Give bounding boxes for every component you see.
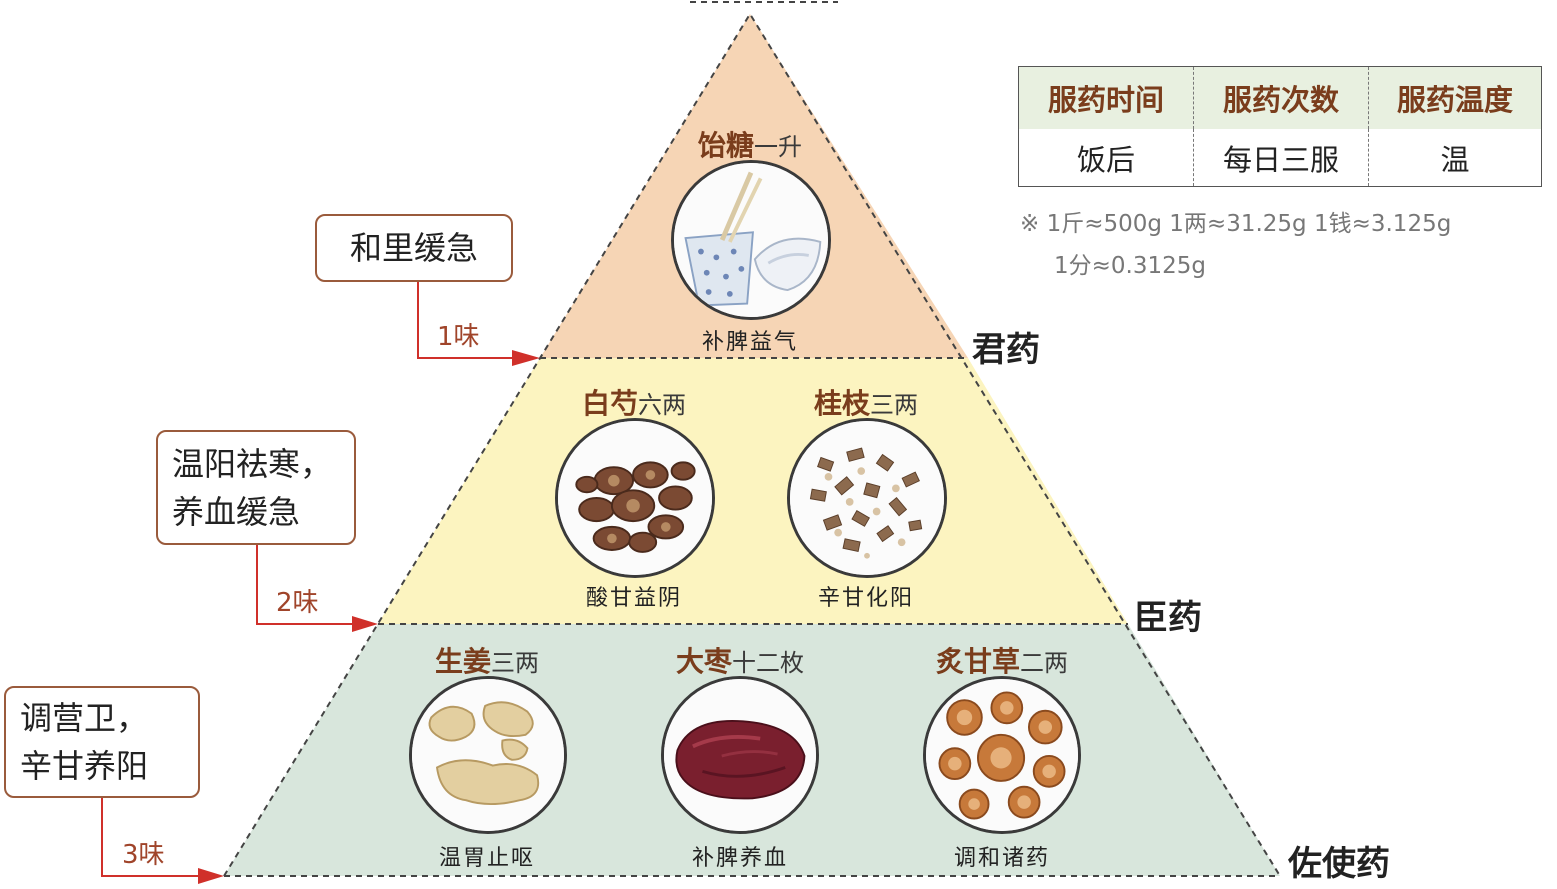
herb-dose: 十二枚 bbox=[732, 649, 805, 677]
herb-function-shengjiang: 温胃止呕 bbox=[438, 846, 536, 871]
herb-function-baishao: 酸甘益阴 bbox=[585, 586, 683, 611]
herb-name: 炙甘草 bbox=[935, 645, 1021, 678]
count-label-3: 3味 bbox=[122, 840, 165, 870]
herb-function-yitang: 补脾益气 bbox=[701, 330, 799, 355]
herb-function-guizhi: 辛甘化阳 bbox=[817, 586, 915, 611]
tier-label-jun: 君药 bbox=[972, 330, 1040, 370]
licorice-slices-icon bbox=[923, 676, 1081, 834]
arrowheads bbox=[198, 350, 540, 884]
herb-header-guizhi: 桂枝三两 bbox=[814, 382, 918, 422]
table-header-temperature: 服药温度 bbox=[1369, 67, 1541, 129]
table-cell-temperature: 温 bbox=[1369, 129, 1541, 186]
arrowhead-2 bbox=[352, 616, 378, 632]
jujube-icon bbox=[661, 676, 819, 834]
count-label-2: 2味 bbox=[276, 588, 319, 618]
ginger-icon bbox=[409, 676, 567, 834]
herb-name: 饴糖 bbox=[697, 129, 755, 162]
table-cell-frequency: 每日三服 bbox=[1194, 129, 1369, 186]
herb-function-dazao: 补脾养血 bbox=[691, 846, 789, 871]
herb-name: 大枣 bbox=[675, 645, 733, 678]
effect-connectors bbox=[101, 282, 512, 877]
white-peony-slices-icon bbox=[555, 418, 715, 578]
effect-text: 辛甘养阳 bbox=[20, 747, 149, 785]
pyramid-outline bbox=[223, 1, 1281, 877]
maltose-cup-icon bbox=[671, 160, 831, 320]
effect-text: 温阳祛寒， bbox=[172, 444, 333, 483]
herb-header-baishao: 白芍六两 bbox=[582, 382, 686, 422]
herb-header-dazao: 大枣十二枚 bbox=[676, 640, 804, 680]
herb-dose: 一升 bbox=[754, 133, 803, 161]
dosage-info-table: 服药时间 服药次数 服药温度 饭后 每日三服 温 bbox=[1018, 66, 1542, 187]
unit-note-line-2: 1分≈0.3125g bbox=[1054, 253, 1206, 279]
herb-name: 白芍 bbox=[581, 387, 639, 420]
effect-text: 调营卫， bbox=[20, 699, 149, 737]
herb-function-zhigancao: 调和诸药 bbox=[953, 846, 1051, 871]
arrowhead-1 bbox=[512, 350, 540, 366]
pyramid-tier-middle bbox=[378, 358, 1128, 624]
table-header-frequency: 服药次数 bbox=[1194, 67, 1369, 129]
count-label-1: 1味 bbox=[437, 322, 480, 352]
herb-header-shengjiang: 生姜三两 bbox=[435, 640, 539, 680]
herb-dose: 三两 bbox=[870, 391, 919, 419]
herb-dose: 二两 bbox=[1020, 649, 1069, 677]
cinnamon-twig-pieces-icon bbox=[787, 418, 947, 578]
herb-dose: 三两 bbox=[491, 649, 540, 677]
herb-header-yitang: 饴糖一升 bbox=[698, 124, 802, 164]
herb-header-zhigancao: 炙甘草二两 bbox=[936, 640, 1068, 680]
effect-box-1: 和里缓急 bbox=[315, 214, 513, 282]
effect-box-2: 温阳祛寒， 养血缓急 bbox=[156, 430, 356, 545]
effect-box-3: 调营卫， 辛甘养阳 bbox=[4, 686, 200, 798]
table-cell-time: 饭后 bbox=[1019, 129, 1194, 186]
tier-label-chen: 臣药 bbox=[1134, 598, 1202, 638]
effect-text: 养血缓急 bbox=[172, 492, 301, 531]
arrowhead-3 bbox=[198, 868, 224, 884]
unit-note-line-1: ※ 1斤≈500g 1两≈31.25g 1钱≈3.125g bbox=[1020, 211, 1452, 237]
tier-label-zuoshi: 佐使药 bbox=[1288, 844, 1390, 884]
effect-text: 和里缓急 bbox=[349, 229, 478, 267]
herb-name: 生姜 bbox=[434, 645, 492, 678]
table-header-time: 服药时间 bbox=[1019, 67, 1194, 129]
herb-name: 桂枝 bbox=[813, 387, 871, 420]
herb-dose: 六两 bbox=[638, 391, 687, 419]
